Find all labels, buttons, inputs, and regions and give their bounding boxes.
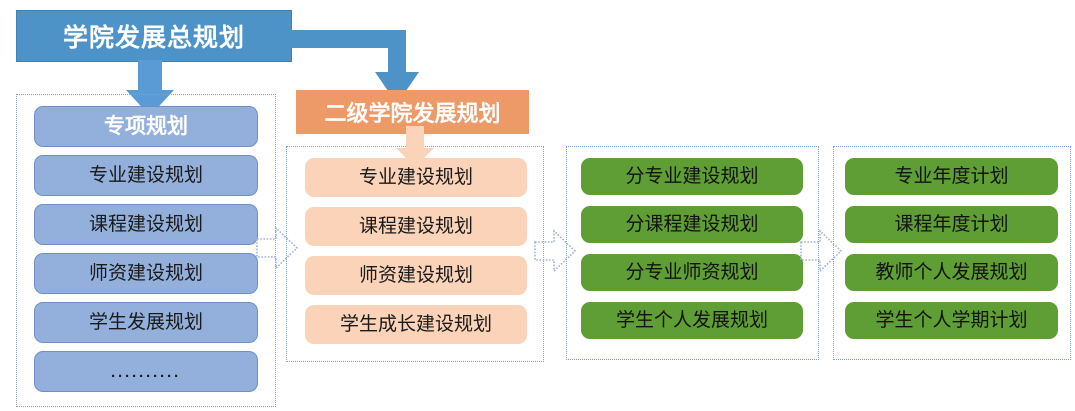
list-item[interactable]: 学生个人学期计划 (845, 302, 1058, 339)
special-plans-container (16, 94, 276, 407)
list-item[interactable]: 课程建设规划 (305, 207, 527, 246)
list-item[interactable]: 师资建设规划 (34, 253, 258, 294)
diagram-title-box: 学院发展总规划 (16, 10, 292, 62)
sub-discipline-plans-container (566, 146, 819, 360)
list-item[interactable]: 学生个人发展规划 (581, 302, 803, 339)
list-item[interactable]: 分课程建设规划 (581, 206, 803, 243)
list-item[interactable]: 分专业师资规划 (581, 254, 803, 291)
secondary-college-plans-column: 专业建设规划 课程建设规划 师资建设规划 学生成长建设规划 (305, 158, 527, 344)
annual-plans-container (833, 146, 1071, 360)
title-to-secondary-arrow-icon (288, 30, 419, 104)
diagram-title-text: 学院发展总规划 (62, 24, 245, 52)
secondary-header-to-list-arrow-icon (396, 126, 434, 167)
sub-discipline-plans-column: 分专业建设规划 分课程建设规划 分专业师资规划 学生个人发展规划 (581, 158, 803, 339)
list-item[interactable]: 专业建设规划 (34, 155, 258, 196)
list-item[interactable]: 课程年度计划 (845, 206, 1058, 243)
special-plans-column: 专项规划 专业建设规划 课程建设规划 师资建设规划 学生发展规划 ·······… (34, 106, 258, 392)
special-plans-header[interactable]: 专项规划 (34, 106, 258, 147)
list-item-ellipsis[interactable]: ·········· (34, 351, 258, 392)
list-item[interactable]: 学生发展规划 (34, 302, 258, 343)
special-to-secondary-arrow-icon (256, 226, 298, 270)
list-item[interactable]: 课程建设规划 (34, 204, 258, 245)
secondary-to-sub-arrow-icon (534, 229, 576, 273)
list-item[interactable]: 分专业建设规划 (581, 158, 803, 195)
list-item[interactable]: 专业建设规划 (305, 158, 527, 197)
annual-plans-column: 专业年度计划 课程年度计划 教师个人发展规划 学生个人学期计划 (845, 158, 1058, 339)
list-item[interactable]: 教师个人发展规划 (845, 254, 1058, 291)
title-to-special-arrow-icon (126, 60, 174, 116)
sub-to-annual-arrow-icon (800, 229, 842, 273)
secondary-college-plans-header-label: 二级学院发展规划 (324, 101, 501, 126)
list-item[interactable]: 学生成长建设规划 (305, 305, 527, 344)
list-item[interactable]: 师资建设规划 (305, 256, 527, 295)
list-item[interactable]: 专业年度计划 (845, 158, 1058, 195)
